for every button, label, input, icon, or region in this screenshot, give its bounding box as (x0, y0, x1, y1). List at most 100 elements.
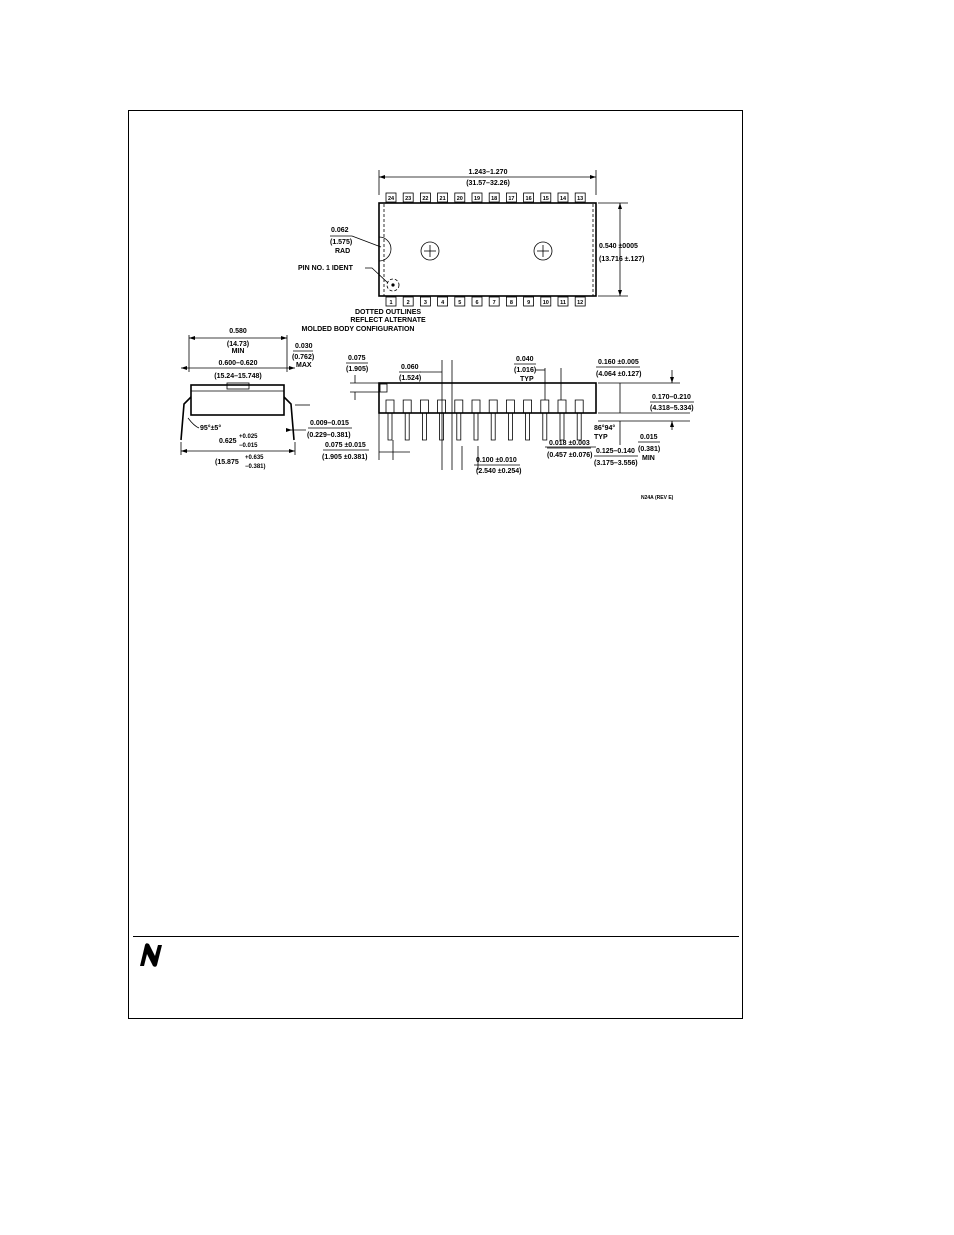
side-d015-mm: (0.381) (638, 446, 660, 453)
side-d170: 0.170–0.210 (652, 394, 691, 401)
width-dim: 0.540 ±0005 (599, 243, 638, 250)
drawing-id: N24A (REV E) (641, 495, 674, 501)
ejector-mark-left (420, 241, 440, 261)
top-pin-number: 21 (440, 196, 446, 202)
bottom-pin-box (419, 296, 431, 307)
top-pin-box (488, 192, 500, 203)
side-d015-label: MIN (642, 455, 655, 462)
top-pin-number: 14 (560, 196, 567, 202)
bottom-pin-number: 1 (389, 300, 392, 306)
top-pin-box (523, 192, 534, 203)
side-view: 0.075 (1.905) 0.060 (1.524) 0.040 (1.016… (322, 355, 694, 475)
bottom-pin-box (574, 296, 586, 307)
top-pin-box (574, 192, 586, 203)
side-d100: 0.100 ±0.010 (476, 457, 517, 464)
top-pin-number: 19 (474, 196, 480, 202)
top-pin-box (471, 192, 483, 203)
package-body (378, 202, 597, 297)
end-max-dim: 0.030 (295, 343, 313, 350)
side-lead (506, 399, 515, 441)
end-view-lid (226, 382, 250, 390)
top-pin-number: 20 (457, 196, 463, 202)
top-pin-box (454, 192, 466, 203)
bottom-pin-box (437, 296, 449, 307)
side-d100-mm: (2.540 ±0.254) (476, 468, 521, 475)
side-d160-mm: (4.064 ±0.127) (596, 371, 641, 378)
side-d015: 0.015 (640, 434, 658, 441)
side-d170-mm: (4.318–5.334) (650, 405, 694, 412)
end-span-tol-minus: −0.015 (239, 443, 258, 449)
pin1-ident-label: PIN NO. 1 IDENT (298, 265, 354, 272)
end-min-width: 0.580 (229, 328, 247, 335)
side-lead (402, 399, 412, 441)
side-d125-mm: (3.175–3.556) (594, 460, 638, 467)
top-pin-number: 23 (405, 196, 411, 202)
side-lead (523, 399, 532, 441)
footer-rule (133, 936, 739, 937)
end-lead-thk: 0.009–0.015 (310, 420, 349, 427)
side-view-corner (379, 383, 388, 393)
notch-rad: 0.062 (331, 227, 349, 234)
top-pin-box (402, 192, 414, 203)
ejector-mark-right (533, 241, 553, 261)
side-angle-typ: TYP (594, 434, 608, 441)
top-pin-number: 24 (388, 196, 395, 202)
end-lead-thk-mm: (0.229–0.381) (307, 432, 351, 439)
side-d160: 0.160 ±0.005 (598, 359, 639, 366)
bottom-pin-number: 7 (493, 300, 496, 306)
bottom-pin-number: 2 (407, 300, 410, 306)
side-d0075-mm: (1.905 ±0.381) (322, 454, 367, 461)
pin1-ident-mark (386, 278, 400, 292)
side-lead (557, 399, 567, 441)
end-span: 0.625 (219, 438, 237, 445)
side-d060: 0.060 (401, 364, 419, 371)
side-d125: 0.125–0.140 (596, 448, 635, 455)
bottom-pin-number: 6 (475, 300, 478, 306)
side-lead (471, 399, 481, 441)
top-pin-box (385, 192, 397, 203)
end-width-range-mm: (15.24–15.748) (214, 373, 261, 380)
bottom-pin-number: 3 (424, 300, 427, 306)
side-lead (437, 399, 446, 441)
top-pin-number: 13 (577, 196, 583, 202)
top-pin-box (419, 192, 431, 203)
end-max-label: MAX (296, 362, 312, 369)
bottom-pin-number: 5 (458, 300, 461, 306)
end-span-mm-minus: −0.381) (245, 464, 266, 470)
end-width-range: 0.600–0.620 (219, 360, 258, 367)
notch-rad-mm: (1.575) (330, 239, 352, 246)
side-lead (385, 399, 395, 441)
length-dim-mm: (31.57–32.26) (466, 180, 510, 187)
top-pin-number: 18 (491, 196, 497, 202)
end-span-mm: (15.875 (215, 459, 239, 466)
page-frame (128, 110, 743, 1019)
side-d018-mm: (0.457 ±0.076) (547, 452, 592, 459)
notch-rad-label: RAD (335, 248, 350, 255)
side-d075-mm: (1.905) (346, 366, 368, 373)
bottom-pin-box (488, 296, 500, 307)
end-span-mm-plus: +0.635 (245, 455, 264, 461)
side-d040: 0.040 (516, 356, 534, 363)
side-d018: 0.018 ±0.003 (549, 440, 590, 447)
end-max-dim-mm: (0.762) (292, 354, 314, 361)
alternate-body-outline (383, 202, 594, 297)
bottom-pin-box (454, 296, 466, 307)
end-span-tol-plus: +0.025 (239, 434, 258, 440)
side-lead-row (385, 399, 584, 441)
bottom-pin-number: 11 (560, 300, 566, 306)
end-view: 0.580 (14.73) MIN 0.600–0.620 (15.24–15.… (180, 328, 352, 470)
side-lead (540, 399, 550, 441)
side-d060-mm: (1.524) (399, 375, 421, 382)
end-min-width-mm: (14.73) (227, 341, 249, 348)
top-pin-box (437, 192, 449, 203)
bottom-pin-number: 10 (543, 300, 549, 306)
note-line-1: DOTTED OUTLINES (355, 309, 421, 316)
top-pin-number: 15 (543, 196, 549, 202)
top-pin-box (540, 192, 552, 203)
side-typ: TYP (520, 376, 534, 383)
side-view-body (378, 382, 597, 414)
top-pin-box (557, 192, 569, 203)
